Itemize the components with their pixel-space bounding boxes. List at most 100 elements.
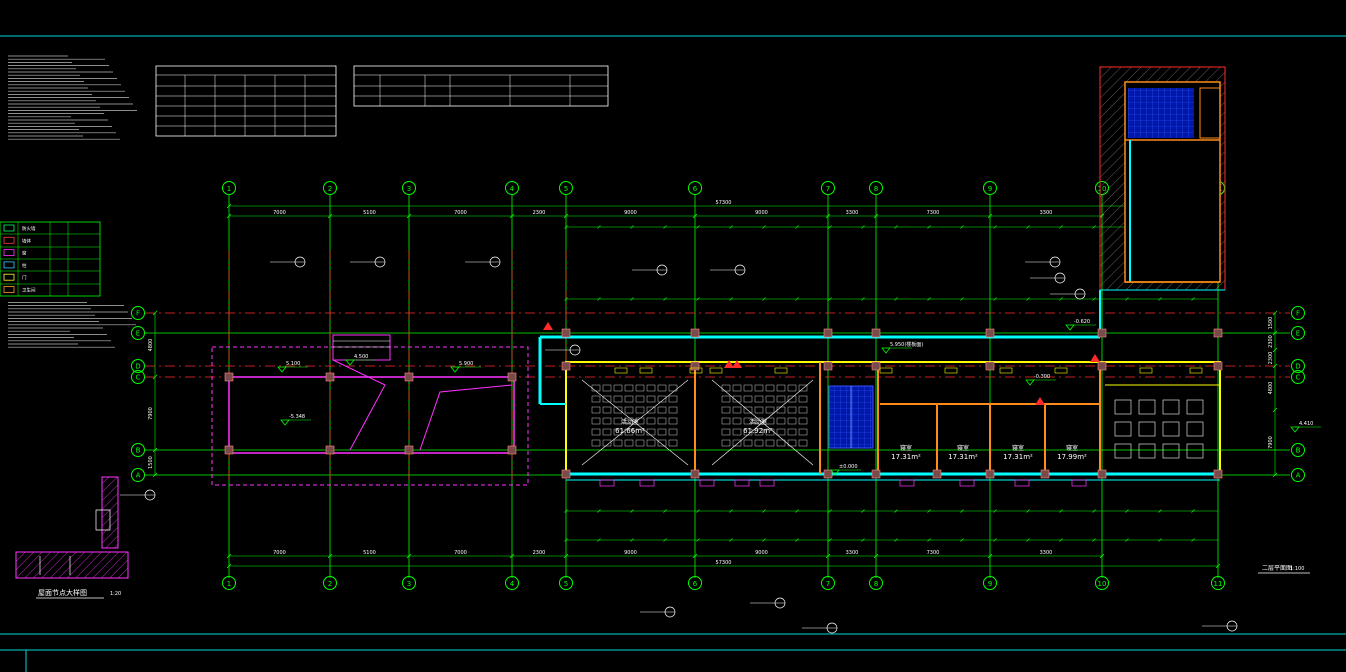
diagonal-mark: [581, 379, 689, 466]
axis-bubble-left: [131, 359, 145, 373]
structural-column: [224, 372, 234, 382]
vertical-dimension-label: 1500: [148, 456, 154, 469]
dimension-tick: [152, 447, 158, 453]
dimension-tick: [894, 538, 898, 542]
axis-bubble-top: [983, 181, 997, 195]
dimension-tick: [993, 225, 997, 229]
dimension-tick: [861, 297, 865, 301]
legend-swatch: [3, 224, 15, 232]
dimension-tick: [762, 509, 766, 513]
axis-bubble-bottom: [1211, 576, 1225, 590]
dimension-tick: [1191, 297, 1195, 301]
axis-label-left: A: [136, 472, 141, 480]
desk: [624, 428, 634, 436]
dimension-label: 7000: [273, 210, 286, 216]
axis-bubble-right: [1291, 359, 1305, 373]
structural-column: [1040, 469, 1050, 479]
axis-label-bottom: 10: [1098, 580, 1107, 588]
axis-label-bottom: 11: [1214, 580, 1223, 588]
structural-column: [985, 361, 995, 371]
room-area: 61.92m²: [743, 427, 773, 435]
axis-label-right: E: [1296, 330, 1300, 338]
dimension-tick: [1125, 297, 1129, 301]
room-name: 寝室: [900, 444, 912, 452]
desk: [613, 428, 623, 436]
dimension-tick: [1026, 509, 1030, 513]
structural-column: [1097, 361, 1107, 371]
dimension-tick: [960, 297, 964, 301]
axis-bubble-right: [1291, 306, 1305, 320]
vertical-dimension-label: 7900: [1268, 436, 1274, 449]
structural-column: [224, 445, 234, 455]
axis-label-top: 5: [564, 185, 568, 193]
desk: [776, 406, 786, 414]
dimension-tick: [1026, 225, 1030, 229]
desk: [635, 395, 645, 403]
window-tag: [759, 479, 775, 487]
desk: [754, 428, 764, 436]
structural-column: [561, 328, 571, 338]
dimension-label: 57300: [716, 200, 732, 206]
dimension-label: 9000: [624, 210, 637, 216]
legend-label: 柱: [22, 262, 27, 269]
elevation-triangle: [280, 419, 290, 426]
door-tag: [1139, 367, 1153, 374]
dimension-tick: [406, 553, 412, 559]
dimension-tick: [630, 225, 634, 229]
desk: [646, 439, 656, 447]
axis-label-left: F: [136, 310, 140, 318]
structural-column: [690, 361, 700, 371]
legend-swatch: [3, 261, 15, 269]
axis-bubble-top: [505, 181, 519, 195]
dimension-tick: [663, 538, 667, 542]
elevation-value: ±0.000: [839, 464, 858, 470]
desk: [668, 428, 678, 436]
desk: [798, 406, 808, 414]
desk: [602, 417, 612, 425]
structural-column: [1097, 328, 1107, 338]
diagonal-mark: [711, 379, 814, 466]
axis-label-top: 4: [510, 185, 515, 193]
dimension-tick: [828, 509, 832, 513]
vertical-dimension-label: 1500: [1268, 317, 1274, 330]
dimension-tick: [663, 297, 667, 301]
axis-label-left: B: [136, 447, 141, 455]
desk: [776, 384, 786, 392]
dimension-tick: [1272, 310, 1278, 316]
structural-column: [985, 469, 995, 479]
dimension-tick: [825, 553, 831, 559]
axis-bubble-top: [402, 181, 416, 195]
dimension-tick: [696, 509, 700, 513]
dimension-tick: [564, 509, 568, 513]
dimension-tick: [828, 297, 832, 301]
axis-label-bottom: 7: [826, 580, 830, 588]
dimension-label: 7000: [454, 210, 467, 216]
structural-column: [690, 469, 700, 479]
desk: [765, 406, 775, 414]
dimension-tick: [630, 538, 634, 542]
desk: [743, 406, 753, 414]
room-name: 寝室: [957, 444, 969, 452]
desk: [602, 428, 612, 436]
main-building-plan: [224, 290, 1223, 487]
axis-bubble-bottom: [1095, 576, 1109, 590]
axis-bubble-bottom: [402, 576, 416, 590]
desk: [624, 395, 634, 403]
detail-scale: 1:20: [110, 591, 121, 597]
legend-label: 卫生间: [22, 287, 36, 294]
structural-column: [871, 361, 881, 371]
desk: [635, 439, 645, 447]
dimension-tick: [1099, 553, 1105, 559]
dimension-tick: [1158, 538, 1162, 542]
desk: [787, 439, 797, 447]
dimension-tick: [828, 538, 832, 542]
dimension-tick: [729, 297, 733, 301]
structural-column: [404, 372, 414, 382]
desk: [798, 439, 808, 447]
dimension-tick: [1059, 225, 1063, 229]
axis-label-top: 6: [693, 185, 698, 193]
dimension-label: 5100: [363, 550, 376, 556]
axis-bubble-bottom: [323, 576, 337, 590]
dimension-tick: [564, 225, 568, 229]
